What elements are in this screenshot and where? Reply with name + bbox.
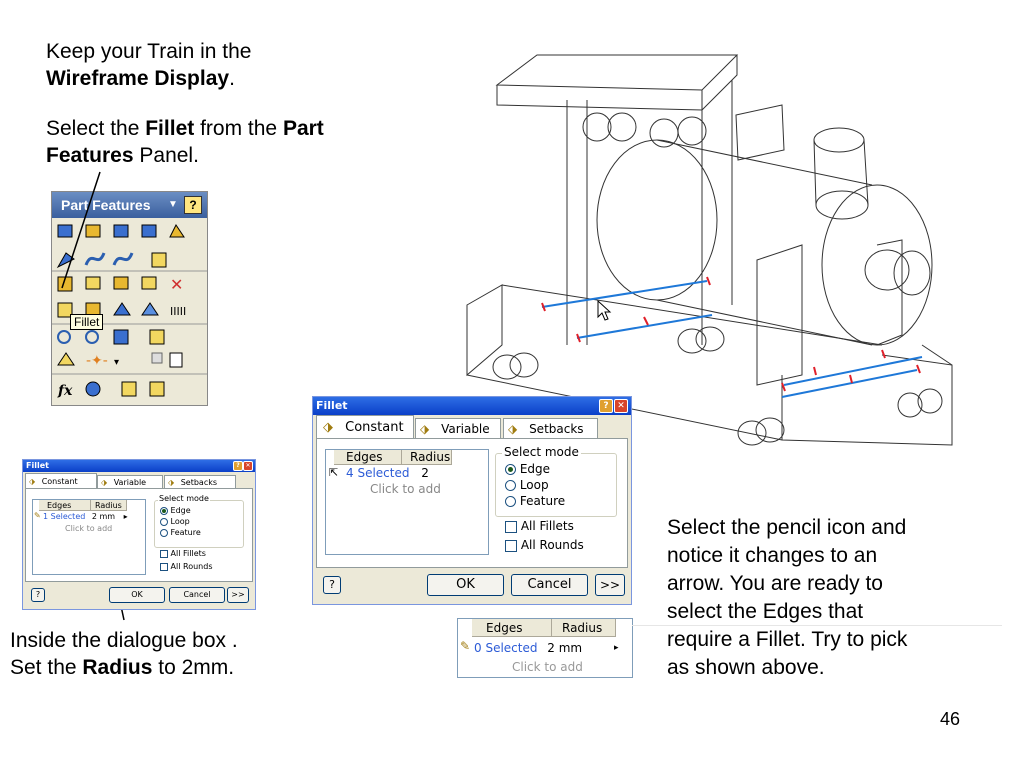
table-row[interactable]: 1 Selected 2 mm ▸: [43, 512, 128, 522]
tab-setbacks[interactable]: ⬗ Setbacks: [503, 418, 598, 439]
cursor-arrow-icon: [597, 299, 612, 321]
instruction-fillet: Select the Fillet from the Part Features…: [46, 117, 324, 167]
row-edges-count[interactable]: 1 Selected: [43, 512, 86, 521]
help-icon[interactable]: ?: [184, 196, 202, 214]
tab-constant[interactable]: ⬗ Constant: [316, 415, 414, 439]
dialog-title: Fillet: [26, 461, 49, 470]
page-number: 46: [940, 709, 961, 729]
constant-tab-pane: Edges Radius ⇱ 4 Selected 2 Click to add…: [316, 438, 628, 568]
panel-title-bar[interactable]: Part Features ▼ ?: [52, 192, 207, 218]
fillet-dialog-titlebar[interactable]: Fillet ? ✕: [23, 460, 255, 472]
constant-tab-icon: ⬗: [323, 420, 333, 435]
column-edges[interactable]: Edges: [39, 500, 91, 511]
tab-variable[interactable]: ⬗ Variable: [97, 475, 163, 489]
setbacks-tab-icon: ⬗: [508, 422, 518, 436]
ok-button[interactable]: OK: [109, 587, 165, 603]
svg-text:fx: fx: [57, 383, 73, 399]
column-radius[interactable]: Radius: [552, 619, 616, 637]
more-button[interactable]: >>: [227, 587, 249, 603]
row6-icons: -✦- ▾: [57, 352, 183, 369]
tab-constant[interactable]: ⬗ Constant: [25, 473, 97, 489]
row4-icons: IIIII: [57, 302, 186, 318]
constant-tab-pane: Edges Radius ✎ 1 Selected 2 mm ▸ Click t…: [25, 488, 253, 582]
tab-variable[interactable]: ⬗ Variable: [415, 418, 501, 439]
svg-text:▾: ▾: [114, 357, 119, 368]
constant-tab-icon: ⬗: [29, 477, 36, 486]
row1-icons: [57, 224, 185, 238]
close-icon[interactable]: ✕: [243, 461, 253, 471]
help-button[interactable]: ?: [31, 588, 45, 602]
column-edges[interactable]: Edges: [472, 619, 552, 637]
row-radius-value[interactable]: 2 mm: [91, 512, 116, 521]
edges-radius-table: Edges Radius ⇱ 4 Selected 2 Click to add: [325, 449, 489, 555]
triangle-down-icon[interactable]: ▼: [168, 199, 178, 210]
variable-tab-icon: ⬗: [101, 478, 108, 487]
all-rounds-checkbox[interactable]: All Rounds: [505, 538, 584, 552]
row7-icons: fx: [57, 381, 165, 399]
part-features-tool-icons[interactable]: ✕ IIIII -✦- ▾ fx: [52, 219, 207, 405]
variable-tab-icon: ⬗: [420, 422, 430, 436]
all-fillets-checkbox[interactable]: All Fillets: [505, 519, 574, 533]
mode-edge-radio[interactable]: Edge: [160, 506, 191, 515]
table-row[interactable]: 0 Selected 2 mm ▸: [474, 640, 630, 656]
setbacks-tab-icon: ⬗: [168, 478, 175, 487]
table-row[interactable]: 4 Selected 2: [346, 466, 429, 480]
mode-edge-radio[interactable]: Edge: [505, 462, 550, 476]
pencil-icon: ✎: [460, 639, 471, 653]
mode-loop-radio[interactable]: Loop: [505, 478, 549, 492]
triangle-right-icon[interactable]: ▸: [123, 512, 128, 521]
cancel-button[interactable]: Cancel: [169, 587, 225, 603]
click-to-add-row[interactable]: Click to add: [65, 524, 113, 533]
pencil-instruction: Select the pencil icon and notice it cha…: [667, 516, 908, 679]
triangle-right-icon[interactable]: ▸: [614, 643, 619, 653]
tab-setbacks[interactable]: ⬗ Setbacks: [164, 475, 236, 489]
mode-loop-radio[interactable]: Loop: [160, 517, 190, 526]
help-button[interactable]: ?: [323, 576, 341, 594]
mode-feature-radio[interactable]: Feature: [505, 494, 565, 508]
radius-instruction: Inside the dialogue box . Set the Radius…: [10, 629, 238, 679]
more-button[interactable]: >>: [595, 574, 625, 596]
row2-icons: [56, 252, 167, 269]
edges-radius-table: Edges Radius ✎ 1 Selected 2 mm ▸ Click t…: [32, 499, 146, 575]
fillet-tooltip: Fillet: [70, 314, 104, 330]
row-edges-count[interactable]: 0 Selected: [474, 641, 538, 655]
close-icon[interactable]: ✕: [614, 399, 628, 413]
cursor-arrow-icon: ⇱: [329, 466, 339, 479]
column-radius[interactable]: Radius: [91, 500, 127, 511]
column-radius[interactable]: Radius: [402, 450, 452, 465]
pencil-icon: ✎: [34, 511, 41, 520]
divider: [632, 625, 1002, 626]
row-radius-value[interactable]: 2 mm: [547, 641, 583, 655]
train-wireframe-image: [466, 54, 953, 446]
help-icon[interactable]: ?: [233, 461, 243, 471]
row3-icons: ✕: [57, 275, 183, 294]
dialog-title: Fillet: [316, 399, 348, 412]
svg-text:✕: ✕: [170, 275, 183, 294]
part-features-panel: Part Features ▼ ? ✕: [51, 191, 208, 406]
fillet-dialog-titlebar[interactable]: Fillet ? ✕: [313, 397, 631, 415]
edges-grid-zoom: Edges Radius ✎ 0 Selected 2 mm ▸ Click t…: [457, 618, 633, 678]
click-to-add-row[interactable]: Click to add: [512, 660, 583, 674]
fillet-dialog-large: Fillet ? ✕ ⬗ Constant ⬗ Variable ⬗ Setba…: [312, 396, 632, 605]
svg-text:IIIII: IIIII: [170, 305, 186, 318]
all-rounds-checkbox[interactable]: All Rounds: [160, 562, 213, 571]
svg-text:-✦-: -✦-: [86, 353, 108, 369]
mode-feature-radio[interactable]: Feature: [160, 528, 201, 537]
fillet-dialog-small: Fillet ? ✕ ⬗ Constant ⬗ Variable ⬗ Setba…: [22, 459, 256, 610]
instruction-wireframe: Keep your Train in the Wireframe Display…: [46, 40, 252, 90]
ok-button[interactable]: OK: [427, 574, 504, 596]
panel-title: Part Features: [61, 197, 151, 213]
click-to-add-row[interactable]: Click to add: [370, 482, 441, 496]
row5-icons: [57, 329, 165, 345]
row-radius-value[interactable]: 2: [421, 466, 429, 480]
cancel-button[interactable]: Cancel: [511, 574, 588, 596]
row-edges-count[interactable]: 4 Selected: [346, 466, 410, 480]
select-mode-label: Select mode: [158, 494, 210, 503]
column-edges[interactable]: Edges: [334, 450, 402, 465]
all-fillets-checkbox[interactable]: All Fillets: [160, 549, 206, 558]
select-mode-label: Select mode: [502, 445, 581, 459]
help-icon[interactable]: ?: [599, 399, 613, 413]
